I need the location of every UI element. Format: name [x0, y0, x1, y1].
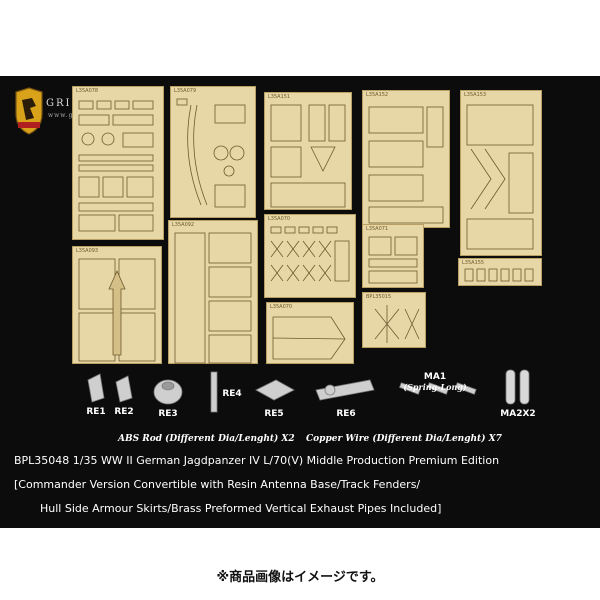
fret-l35a071: L35A071 [362, 224, 424, 288]
part-ma2-shape [505, 369, 530, 405]
part-re4-label: RE4 [222, 389, 242, 399]
part-re4-shape [210, 371, 218, 413]
fret-l35a153: L35A153 [460, 90, 542, 256]
part-re1-label: RE1 [86, 407, 106, 417]
part-re2-label: RE2 [114, 407, 134, 417]
fret-l35a151: L35A151 [264, 92, 352, 210]
part-re6-shape [315, 379, 375, 401]
part-re6-label: RE6 [336, 409, 356, 419]
copper-wire-note: Copper Wire (Different Dia/Lenght) X7 [306, 434, 502, 444]
fret-l35a093: L35A093 [72, 246, 162, 364]
part-re3-label: RE3 [158, 409, 178, 419]
fret-l35a070-b: L35A070 [266, 302, 354, 364]
part-ma1-label: MA1 [423, 372, 447, 382]
description-line-2: [Commander Version Convertible with Resi… [14, 478, 421, 491]
fret-l35a079: L35A079 [170, 86, 256, 218]
part-re2-shape [115, 375, 133, 403]
fret-l35a155: L35A155 [458, 258, 542, 286]
description-line-3: Hull Side Armour Skirts/Brass Preformed … [40, 502, 442, 515]
description-line-1: BPL35048 1/35 WW II German Jagdpanzer IV… [14, 454, 500, 467]
product-photo: GRIFFON MODEL www.griffonmodel.com L35A0… [0, 76, 600, 528]
part-re5-shape [255, 379, 295, 401]
image-notice: ※商品画像はイメージです。 [216, 570, 384, 585]
fret-l35a152: L35A152 [362, 90, 450, 228]
griffon-logo [12, 86, 46, 136]
part-ma1-shape [399, 382, 477, 395]
part-re5-label: RE5 [264, 409, 284, 419]
fret-l35a070: L35A070 [264, 214, 356, 298]
abs-rod-note: ABS Rod (Different Dia/Lenght) X2 [118, 434, 295, 444]
part-ma1-sublabel: (Spring-Long) [403, 382, 467, 392]
part-re3-shape [153, 379, 183, 405]
fret-l35a078: L35A078 [72, 86, 164, 240]
resin-parts [87, 369, 530, 413]
fret-bpl35015: BPL35015 [362, 292, 426, 348]
fret-l35a092: L35A092 [168, 220, 258, 364]
part-ma2-label: MA2X2 [500, 409, 536, 419]
part-re1-shape [87, 373, 105, 403]
